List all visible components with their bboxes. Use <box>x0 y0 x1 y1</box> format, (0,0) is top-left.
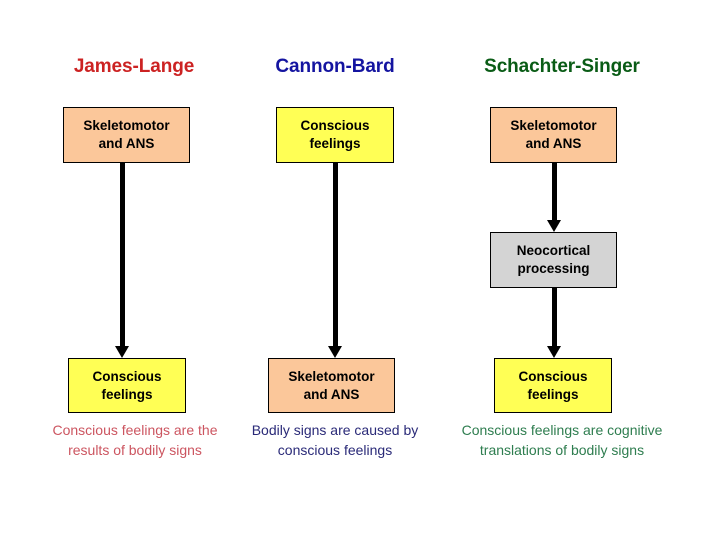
caption-james-lange: Conscious feelings are the results of bo… <box>52 422 218 459</box>
node-box-skeletomotor-and-ans-cannon: Skeletomotor and ANS <box>268 358 395 413</box>
node-box-conscious-feelings-schachter: Conscious feelings <box>494 358 612 413</box>
arrow-head-icon <box>547 220 561 232</box>
node-box-skeletomotor-and-ans-james: Skeletomotor and ANS <box>63 107 190 163</box>
node-box-line-2: processing <box>517 261 590 276</box>
arrow-shaft <box>551 287 557 348</box>
node-box-line-2: and ANS <box>525 136 582 151</box>
node-box-line-1: Skeletomotor <box>510 118 597 134</box>
arrow-head-icon <box>328 346 342 358</box>
node-box-conscious-feelings-james: Conscious feelings <box>68 358 186 413</box>
arrow-down-james <box>114 162 130 358</box>
arrow-head-icon <box>547 346 561 358</box>
node-box-line-1: Conscious <box>518 368 588 384</box>
node-box-line-1: Conscious <box>300 118 370 134</box>
column-header-cannon-bard: Cannon-Bard <box>275 56 395 77</box>
node-box-conscious-feelings-cannon: Conscious feelings <box>276 107 394 163</box>
node-box-line-1: Neocortical <box>516 243 591 259</box>
caption-schachter-singer: Conscious feelings are cognitive transla… <box>461 422 663 459</box>
arrow-head-icon <box>115 346 129 358</box>
caption-cannon-bard: Bodily signs are caused by conscious fee… <box>251 422 419 459</box>
node-box-line-2: and ANS <box>98 136 155 151</box>
node-box-line-1: Skeletomotor <box>288 368 375 384</box>
arrow-shaft <box>119 162 125 348</box>
arrow-down-schachter-upper <box>546 162 562 232</box>
column-header-schachter-singer: Schachter-Singer <box>484 56 640 77</box>
node-box-line-1: Conscious <box>92 368 162 384</box>
node-box-neocortical-processing: Neocortical processing <box>490 232 617 288</box>
arrow-shaft <box>551 162 557 222</box>
node-box-skeletomotor-and-ans-schachter: Skeletomotor and ANS <box>490 107 617 163</box>
column-header-james-lange: James-Lange <box>73 56 195 77</box>
node-box-line-2: feelings <box>101 386 153 402</box>
arrow-down-schachter-lower <box>546 287 562 358</box>
arrow-down-cannon <box>327 162 343 358</box>
node-box-line-1: Skeletomotor <box>83 118 170 134</box>
node-box-line-2: feelings <box>527 386 579 402</box>
node-box-line-2: and ANS <box>303 386 360 402</box>
node-box-line-2: feelings <box>309 136 361 151</box>
arrow-shaft <box>332 162 338 348</box>
